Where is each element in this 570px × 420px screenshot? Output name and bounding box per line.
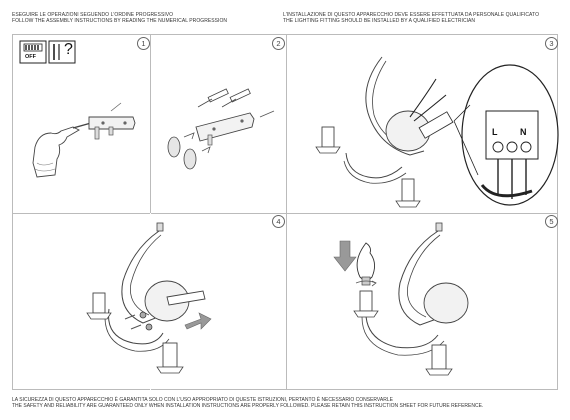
step-number: 1 — [137, 37, 150, 50]
footer-italian: LA SICUREZZA DI QUESTO APPARECCHIO È GAR… — [12, 397, 393, 403]
step-1-illustration — [19, 40, 136, 178]
panel-step-2: 2 — [150, 35, 286, 213]
header-right: L'INSTALLAZIONE DI QUESTO APPARECCHIO DE… — [283, 12, 540, 24]
panel-step-3: 3 — [286, 35, 559, 213]
footer: LA SICUREZZA DI QUESTO APPARECCHIO È GAR… — [12, 397, 484, 410]
panel-step-5: 5 — [286, 213, 559, 391]
step-number: 5 — [545, 215, 558, 228]
step-5-illustration — [333, 222, 469, 376]
step-3-illustration — [315, 56, 559, 208]
off-label: OFF — [25, 54, 36, 60]
header-left: ESEGUIRE LE OPERAZIONI SEGUENDO L'ORDINE… — [12, 12, 228, 24]
instruction-grid: 1 OFF ? — [12, 34, 559, 391]
header-right-english: THE LIGHTING FITTING SHOULD BE INSTALLED… — [283, 17, 476, 24]
step-number: 2 — [272, 37, 285, 50]
header-left-italian: ESEGUIRE LE OPERAZIONI SEGUENDO L'ORDINE… — [12, 12, 174, 18]
panel-step-1: 1 OFF ? — [13, 35, 150, 213]
step-4-illustration — [86, 222, 212, 374]
question-mark: ? — [64, 41, 73, 58]
footer-english: THE SAFETY AND RELIABILITY ARE GUARANTEE… — [12, 402, 484, 409]
step-number: 3 — [545, 37, 558, 50]
divider-2 — [286, 35, 287, 389]
divider-1 — [150, 35, 151, 389]
terminal-n-label: N — [520, 127, 527, 137]
divider-3 — [13, 213, 557, 214]
step-2-illustration — [167, 88, 275, 170]
terminal-l-label: L — [492, 127, 498, 137]
header-left-english: FOLLOW THE ASSEMBLY INSTRUCTIONS BY READ… — [12, 17, 228, 24]
header-right-italian: L'INSTALLAZIONE DI QUESTO APPARECCHIO DE… — [283, 12, 540, 18]
panel-step-4: 4 — [13, 213, 286, 391]
step-number: 4 — [272, 215, 285, 228]
